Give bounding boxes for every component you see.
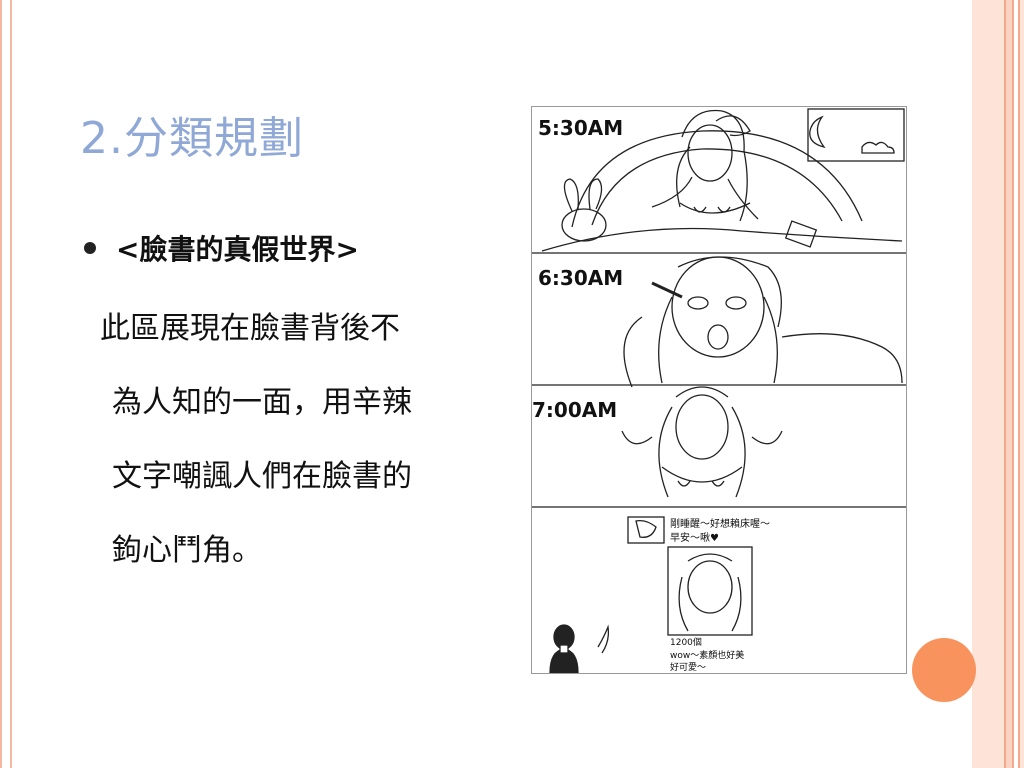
post-text-line: 剛睡醒～好想賴床喔～ xyxy=(670,517,770,530)
moon-icon xyxy=(809,115,826,149)
window-icon xyxy=(807,108,905,162)
bullet-heading: <臉書的真假世界> xyxy=(116,233,359,266)
decorative-orange-circle xyxy=(912,638,976,702)
body-line: 此區展現在臉書背後不 xyxy=(100,311,400,346)
body-paragraph: 此區展現在臉書背後不 為人知的一面，用辛辣 文字嘲諷人們在臉書的 鉤心鬥角。 xyxy=(100,292,512,588)
comment-line: wow～素顏也好美 xyxy=(670,649,744,661)
slide-title: 2.分類規劃 xyxy=(80,113,304,164)
body-line: 為人知的一面，用辛辣 xyxy=(112,385,412,420)
comment-line: 好可愛～ xyxy=(670,661,706,673)
mascara-brush-icon xyxy=(651,281,683,299)
man-figure-icon xyxy=(549,624,579,673)
body-line: 鉤心鬥角。 xyxy=(112,533,262,568)
phone-icon xyxy=(784,220,818,248)
avatar xyxy=(627,516,665,544)
comic-panel-1: 5:30AM xyxy=(532,108,906,254)
comic-illustration: 5:30AM 6:3 xyxy=(531,106,907,674)
post-text-line: 早安～啾♥ xyxy=(670,531,719,544)
comic-panel-3: 7:00AM xyxy=(532,386,906,508)
likes-count: 1200個 xyxy=(670,636,702,648)
panel-time-label: 5:30AM xyxy=(538,116,623,140)
comic-panel-4: 剛睡醒～好想賴床喔～ 早安～啾♥ 1200個 wow～素顏也好美 好可愛～ xyxy=(549,516,770,673)
bullet-dot-icon xyxy=(84,242,96,254)
panel-time-label: 7:00AM xyxy=(532,398,617,422)
panel-time-label: 6:30AM xyxy=(538,266,623,290)
left-border xyxy=(0,0,12,768)
bullet-item: <臉書的真假世界> xyxy=(84,228,359,268)
right-decorative-stripes xyxy=(972,0,1024,768)
post-photo xyxy=(667,546,753,636)
body-line: 文字嘲諷人們在臉書的 xyxy=(112,459,412,494)
comic-panel-2: 6:30AM xyxy=(532,256,906,388)
